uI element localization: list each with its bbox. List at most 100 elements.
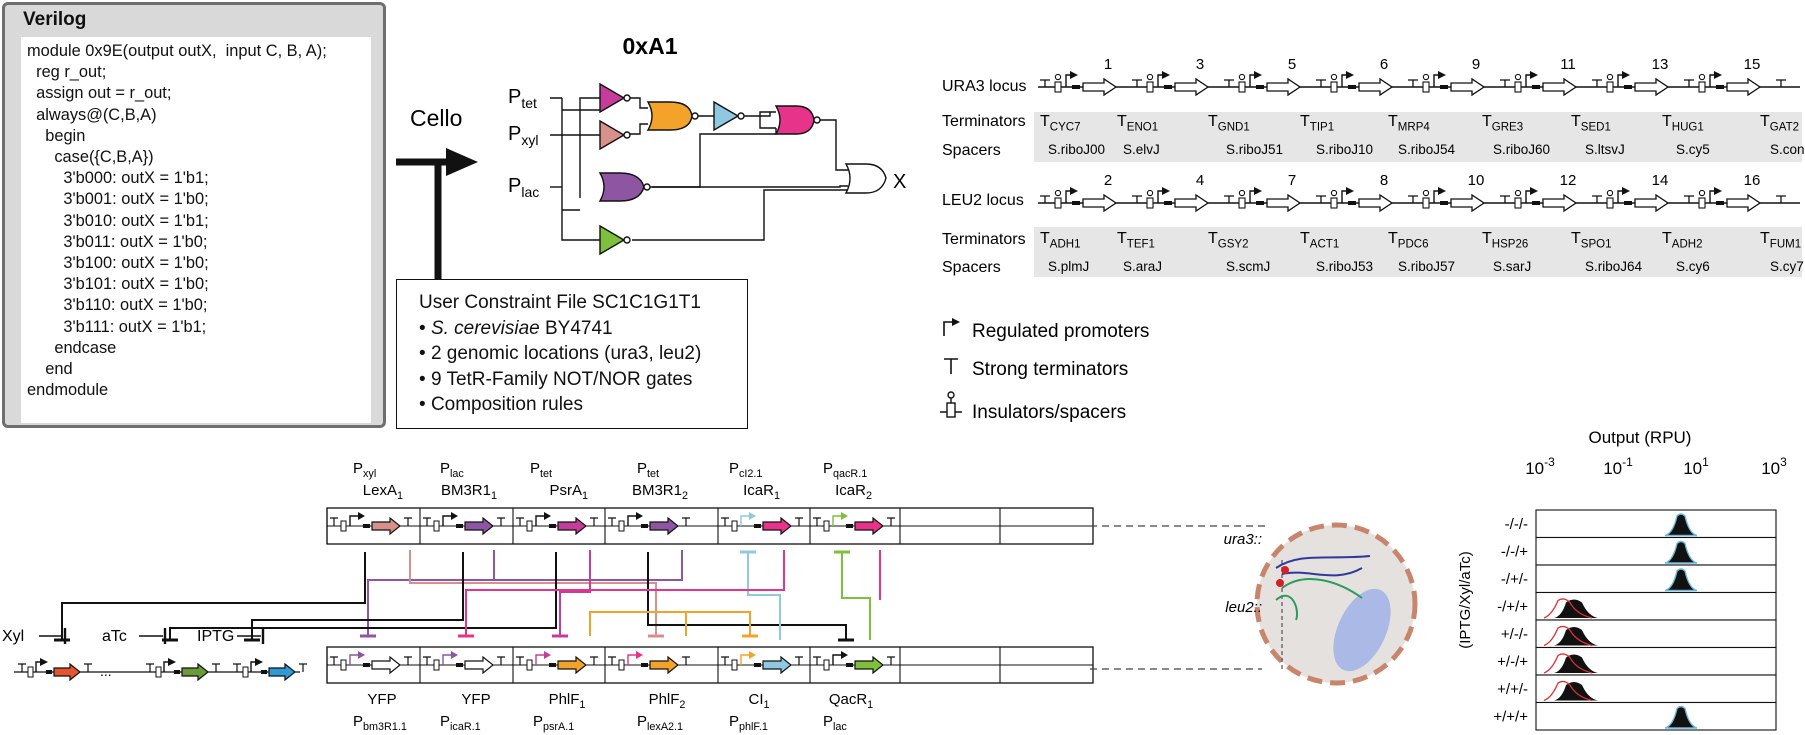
spacer-label: S.riboJ64 — [1585, 259, 1643, 274]
locus-position-number: 13 — [1652, 56, 1669, 73]
repression-wire — [360, 550, 683, 638]
verilog-line: assign out = r_out; — [27, 84, 172, 103]
locus-position-number: 15 — [1744, 56, 1761, 73]
top-promoter-label: Ptet — [530, 460, 552, 480]
locus-unit: 8 — [1316, 172, 1394, 213]
leu2-locus-label: LEU2 locus — [942, 192, 1024, 209]
top-gate-unit — [721, 512, 803, 536]
locus-unit: 3 — [1132, 56, 1210, 97]
circuit-title: 0xA1 — [623, 33, 678, 59]
spacer-label: S.riboJ10 — [1316, 142, 1373, 157]
locus-unit: 2 — [1040, 172, 1118, 213]
nor-gate-3 — [646, 101, 693, 131]
bottom-gene-label: PhlF1 — [549, 691, 586, 711]
terminator-label: TGND1 — [1208, 113, 1250, 133]
locus-position-number: 12 — [1560, 172, 1577, 189]
histogram-row: -/+/+ — [1497, 591, 1777, 621]
nor-gate-1 — [599, 82, 626, 114]
terminator-label: TPDC6 — [1388, 230, 1429, 250]
locus-unit: 10 — [1408, 172, 1486, 213]
bottom-gate-unit — [516, 651, 598, 675]
locus-unit: 14 — [1592, 172, 1670, 213]
verilog-line: endmodule — [27, 381, 109, 400]
histogram-row: -/+/- — [1501, 564, 1777, 594]
terminator-label: TADH2 — [1662, 230, 1703, 250]
histogram-row: +/+/- — [1497, 674, 1777, 704]
spacer-label: S.riboJ51 — [1226, 142, 1283, 157]
top-gate-unit — [516, 512, 598, 536]
terminator-label: TACT1 — [1300, 230, 1339, 250]
locus-position-number: 4 — [1196, 172, 1204, 189]
sensor-input-label: IPTG — [197, 628, 234, 645]
bottom-promoter-label: PicaR.1 — [440, 713, 481, 733]
verilog-line: 3'b100: outX = 1'b0; — [27, 254, 209, 273]
histogram-peak-high — [1664, 705, 1698, 729]
spacer-label: S.riboJ00 — [1048, 142, 1105, 157]
verilog-code-block: module 0x9E(output outX, input C, B, A);… — [21, 37, 371, 423]
histogram-title: Output (RPU) — [1589, 428, 1692, 447]
sensor-unit — [146, 658, 220, 682]
nor-gate-5 — [774, 105, 815, 135]
bottom-promoter-label: Plac — [823, 713, 847, 733]
top-gene-label: BM3R11 — [441, 482, 497, 502]
repression-wire — [589, 611, 758, 638]
locus-unit: 7 — [1224, 172, 1302, 213]
terminator-label: TTIP1 — [1300, 113, 1334, 133]
verilog-line: reg r_out; — [27, 63, 107, 82]
locus-unit: 9 — [1408, 56, 1486, 97]
insulator-legend-icon — [940, 391, 962, 418]
spacer-label: S.cy5 — [1676, 142, 1710, 157]
histogram-row-label: +/+/+ — [1493, 709, 1528, 726]
terminator-label: TGSY2 — [1208, 230, 1249, 250]
verilog-line: 3'b011: outX = 1'b0; — [27, 232, 208, 251]
leu2-parts-band — [1034, 227, 1802, 277]
top-track — [326, 507, 1094, 545]
repression-wire — [740, 550, 781, 640]
top-promoter-label: Pxyl — [353, 460, 376, 480]
verilog-panel: Verilog module 0x9E(output outX, input C… — [2, 2, 386, 428]
cello-arrow — [396, 148, 478, 279]
locus-unit: 15 — [1684, 56, 1762, 97]
repression-wire — [458, 550, 785, 638]
terminator-label: TSPO1 — [1571, 230, 1612, 250]
leu2-track: 2 4 7 8 10 12 14 16 — [1038, 172, 1800, 213]
verilog-line: begin — [27, 126, 86, 145]
parts-legend: Regulated promoters Strong terminators I… — [940, 318, 1149, 423]
top-gene-label: BM3R12 — [632, 482, 688, 502]
bottom-gate-unit — [330, 651, 412, 675]
histogram-tick-label: 103 — [1761, 455, 1787, 478]
histogram-tick-label: 10-1 — [1603, 455, 1633, 478]
verilog-line: 3'b111: outX = 1'b1; — [27, 317, 207, 336]
histogram-peak-low — [1554, 682, 1598, 701]
top-promoter-label: Ptet — [637, 460, 659, 480]
repression-wire — [409, 550, 664, 638]
repression-wire — [162, 552, 557, 642]
spacer-label: S.ltsvJ — [1585, 142, 1625, 157]
locus-position-number: 10 — [1468, 172, 1485, 189]
circuit-output-label: X — [893, 171, 906, 193]
verilog-title: Verilog — [23, 9, 87, 30]
repression-wire — [834, 550, 871, 640]
locus-position-number: 8 — [1380, 172, 1388, 189]
circuit-wires — [550, 97, 848, 241]
verilog-line: 3'b101: outX = 1'b0; — [27, 275, 209, 294]
sensor-unit — [233, 658, 307, 682]
spacer-label: S.conE — [1770, 142, 1805, 157]
locus-position-number: 11 — [1560, 56, 1576, 73]
locus-position-number: 16 — [1744, 172, 1761, 189]
leu2-spacers-row-label: Spacers — [942, 259, 1001, 276]
histogram-control-trace — [1543, 680, 1593, 702]
locus-unit: 6 — [1316, 56, 1394, 97]
histogram-row: +/+/+ — [1493, 701, 1777, 731]
locus-position-number: 1 — [1104, 56, 1112, 73]
repression-wire — [552, 550, 591, 638]
nucleus-organelle — [1333, 588, 1391, 672]
top-gene-label: IcaR2 — [835, 482, 872, 502]
spacer-label: S.elvJ — [1123, 142, 1160, 157]
locus-unit: 1 — [1040, 56, 1118, 97]
histogram-control-trace — [1543, 625, 1593, 647]
histogram-tick-label: 101 — [1683, 455, 1709, 478]
histogram-row-label: +/+/- — [1497, 681, 1528, 698]
